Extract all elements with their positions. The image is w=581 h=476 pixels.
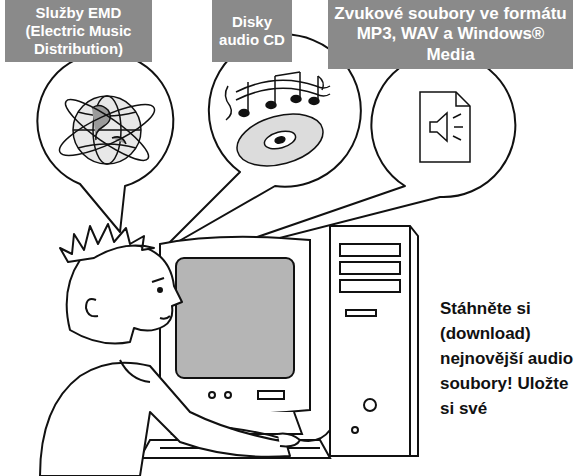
header-text: Zvukové soubory ve formátu MP3, WAV a Wi… — [334, 4, 567, 65]
slogan-text: Stáhněte si (download) nejnovější audio … — [440, 296, 578, 421]
header-text: Disky audio CD — [218, 13, 286, 49]
header-box: Disky audio CD — [212, 0, 292, 62]
header-box: Služby EMD (Electric Music Distribution) — [5, 0, 152, 62]
sound-file-icon — [420, 92, 470, 162]
computer-tower — [330, 226, 418, 456]
header-box: Zvukové soubory ve formátu MP3, WAV a Wi… — [328, 0, 573, 69]
person — [40, 224, 330, 476]
speech-bubble — [37, 53, 173, 232]
header-text: Služby EMD (Electric Music Distribution) — [11, 4, 146, 58]
globe-icon — [54, 91, 160, 168]
cd-icon — [225, 72, 330, 175]
